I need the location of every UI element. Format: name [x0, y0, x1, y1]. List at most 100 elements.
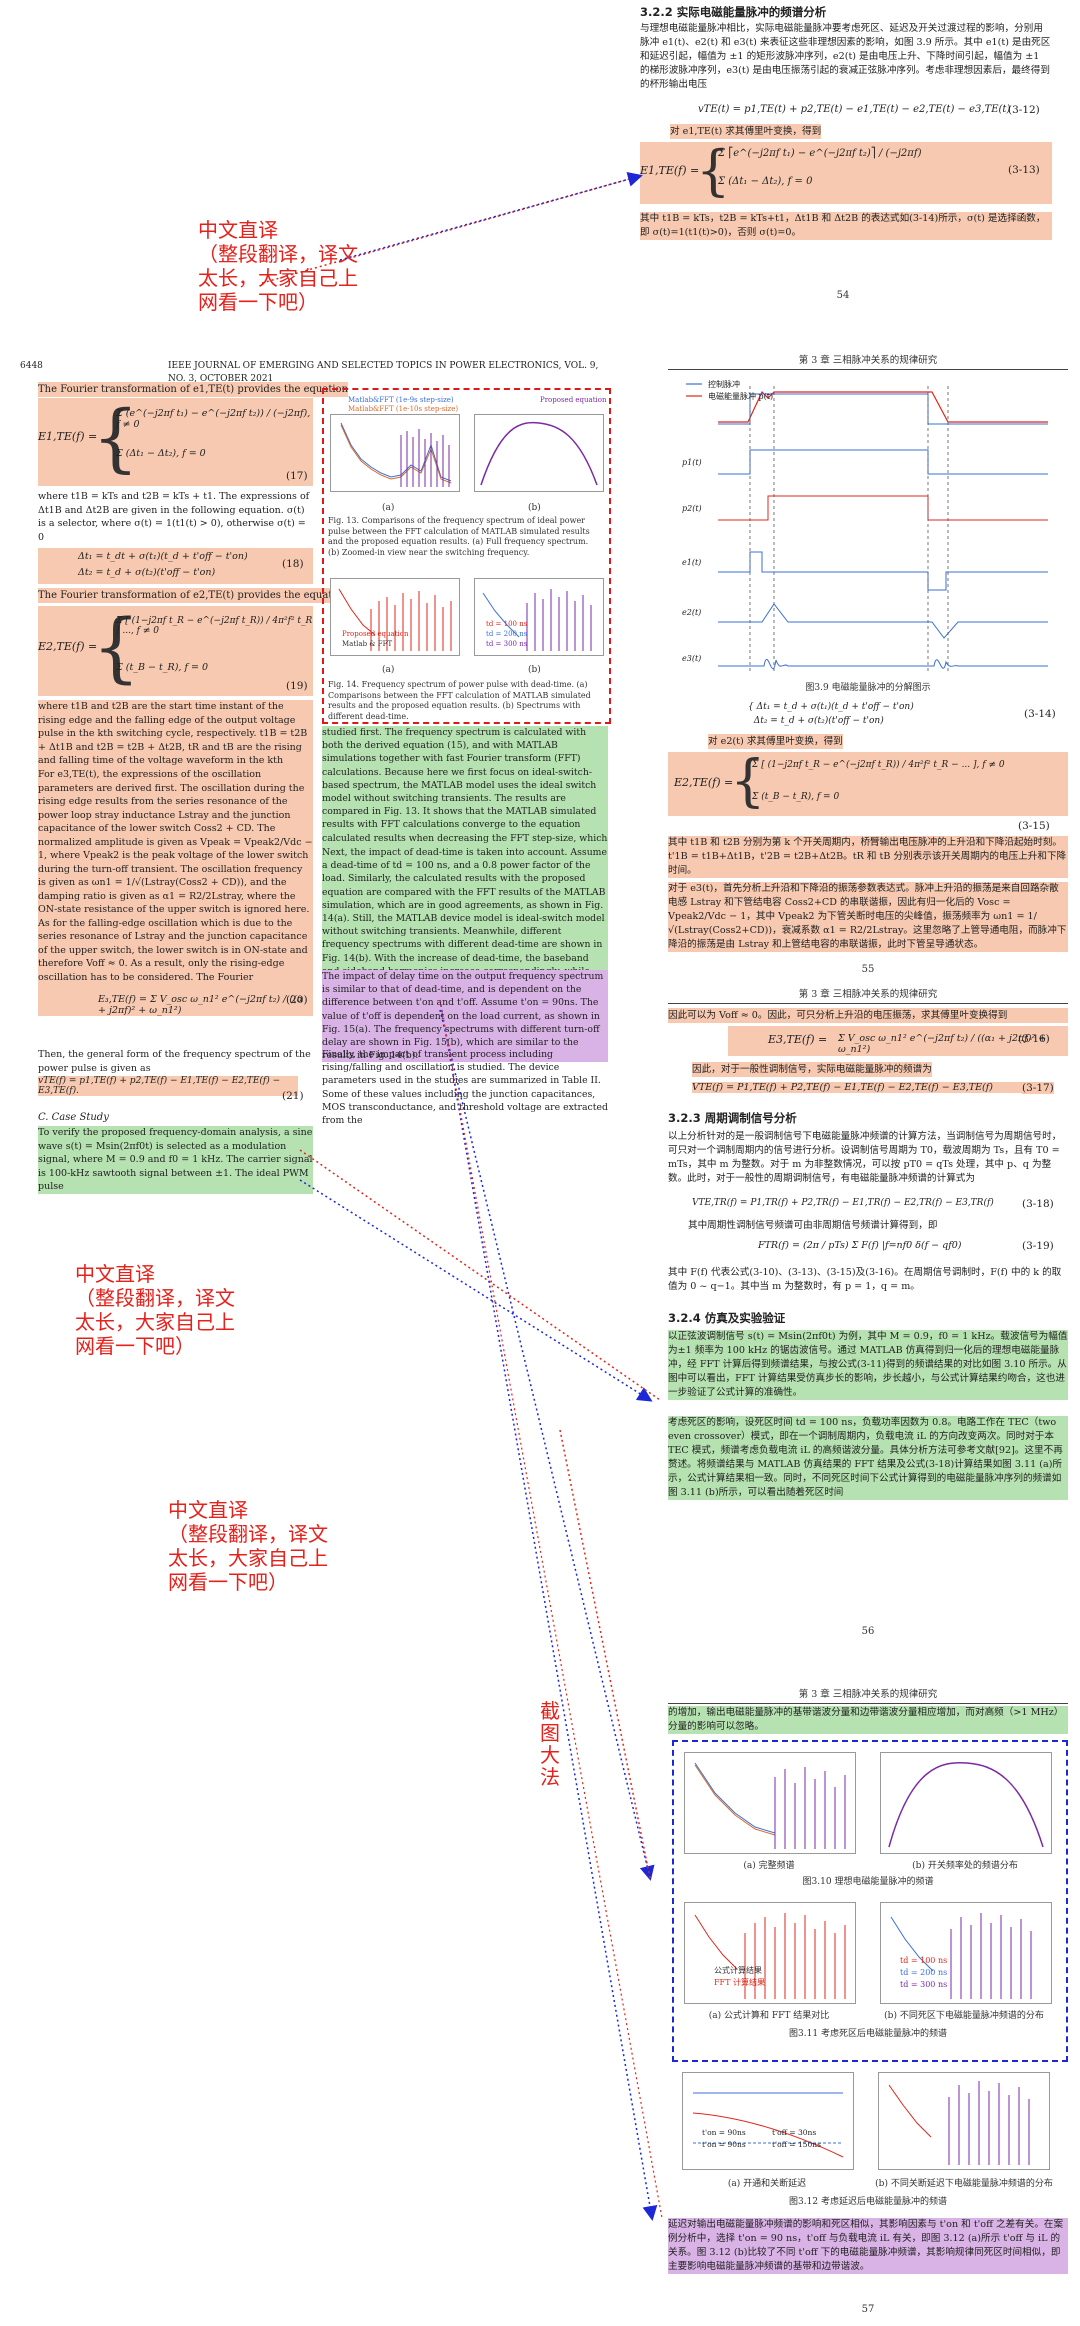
p57-fig12-legend-4: t'off = 150ns	[772, 2140, 821, 2149]
ieee-eq-19-line-2: Σ (t_B − t_R), f = 0	[116, 662, 209, 673]
p57-fig12b	[878, 2072, 1050, 2170]
ieee-eq-19-line-1: Σ [ (1−j2πf t_R − e^(−j2πf t_R)) / 4π²f²…	[116, 616, 313, 636]
p56-eq-18: VTE,TR(f) = P1,TR(f) + P2,TR(f) − E1,TR(…	[692, 1198, 994, 1208]
ieee-para-right-4: Finally, the impact of transient process…	[322, 1049, 608, 1127]
p57-fig12-legend-3: t'on = 90ns	[702, 2140, 746, 2149]
p55-axis-e1: e1(t)	[682, 558, 702, 567]
ieee-figure-box: Matlab&FFT (1e-9s step-size) Matlab&FFT …	[322, 388, 611, 724]
ieee-fig14-label-a: (a)	[382, 665, 395, 675]
p55-eq-14-num: (3-14)	[1024, 708, 1056, 720]
p54-eq-12-num: (3-12)	[1008, 104, 1040, 116]
p55-fig-caption: 图3.9 电磁能量脉冲的分解图示	[805, 683, 931, 693]
p57-fig11a-legend-1: 公式计算结果	[714, 1966, 762, 1975]
p54-eq-13-sum: Σ ⎡e^(−j2πf t₁) − e^(−j2πf t₂)⎤ / (−j2πf…	[718, 148, 922, 159]
p55-paragraph-2: 其中 t1B 和 t2B 分别为第 k 个开关周期内，桥臂输出电压脉冲的上升沿和…	[668, 836, 1068, 878]
p55-legend-control: 控制脉冲	[708, 380, 740, 389]
p54-eq-13-label: E1,TE(f) =	[640, 164, 700, 177]
ieee-page-number: 6448	[20, 361, 43, 371]
p57-fig11a-plot	[694, 1913, 846, 1999]
ieee-eq-18-num: (18)	[282, 558, 304, 570]
ieee-fig14a-legend-1: Proposed equation	[342, 630, 409, 638]
p54-eq-13-block: E1,TE(f) = { Σ ⎡e^(−j2πf t₁) − e^(−j2πf …	[640, 142, 1052, 204]
p56-eq-19: FTR(f) = (2π / pTs) Σ F(f) |f=nf0 δ(f − …	[758, 1240, 962, 1251]
p55-axis-e3: e3(t)	[682, 654, 702, 663]
p56-eq-18-num: (3-18)	[1022, 1198, 1054, 1210]
thesis-page-57: 第 3 章 三相脉冲关系的规律研究 的增加，输出电磁能量脉冲的基带谐波分量和边带…	[668, 1686, 1070, 2326]
p56-paragraph-3: 以上分析针对的是一般调制信号下电磁能量脉冲频谱的计算方法，当调制信号为周期信号时…	[668, 1131, 1062, 1184]
ieee-para-case: To verify the proposed frequency-domain …	[38, 1126, 313, 1194]
p54-eq-13-num: (3-13)	[1008, 164, 1040, 176]
ieee-para-fourier-intro: The Fourier transformation of e1,TE(t) p…	[38, 382, 349, 397]
p56-eq-16-block: E3,TE(f) = Σ V_osc ω_n1² e^(−j2πf t₂) / …	[728, 1026, 1068, 1056]
p55-figure-3-9: 控制脉冲 电磁能量脉冲 p(t) p1(t) p2(t) e1(t) e2(t)…	[678, 376, 1058, 676]
p57-fig10a-plot	[694, 1762, 846, 1849]
ieee-fig13b	[474, 414, 604, 492]
p55-legend-pulse: 电磁能量脉冲 p(t)	[708, 392, 774, 401]
thesis-page-55: 第 3 章 三相脉冲关系的规律研究 控制脉冲 电磁能量脉冲 p(t) p1(t)…	[668, 352, 1070, 975]
ieee-fig13b-plot	[480, 421, 598, 486]
ieee-eq-17-num: (17)	[286, 470, 308, 482]
ieee-fig14a-legend-2: Matlab & FFT	[342, 640, 393, 648]
ieee-eq-17-label: E1,TE(f) =	[38, 430, 98, 443]
p56-paragraph-5: 其中 F(f) 代表公式(3-10)、(3-13)、(3-15)及(3-16)。…	[668, 1267, 1062, 1292]
ieee-fig14b	[474, 578, 604, 656]
ieee-para-where-2: where t1B and t2B are the start time ins…	[38, 700, 313, 781]
p55-eq-15-line-2: Σ (t_B − t_R), f = 0	[752, 792, 840, 802]
ieee-eq-17-line-2: Σ (Δt₁ − Δt₂), f = 0	[116, 448, 206, 459]
p55-eq-14-body: { Δt₁ = t_d + σ(t₁)(t_d + t'off − t'on) …	[748, 702, 914, 726]
ieee-eq-19-label: E2,TE(f) =	[38, 640, 98, 653]
p55-eq-15-block: E2,TE(f) = { Σ [ (1−j2πf t_R − e^(−j2πf …	[668, 752, 1068, 816]
ieee-page: 6448 IEEE JOURNAL OF EMERGING AND SELECT…	[18, 360, 616, 1063]
ieee-case-heading: C. Case Study	[38, 1112, 109, 1123]
ieee-para-right-1: studied first. The frequency spectrum is…	[322, 726, 608, 859]
p54-eq-12: vTE(t) = p1,TE(t) + p2,TE(t) − e1,TE(t) …	[698, 104, 1011, 115]
ieee-fig14b-legend-1: td = 100 ns	[486, 620, 528, 628]
p57-page-number: 57	[861, 2304, 875, 2315]
section-heading-322: 3.2.2 实际电磁能量脉冲的频谱分析	[640, 5, 827, 19]
p57-paragraph-1: 的增加，输出电磁能量脉冲的基带谐波分量和边带谐波分量相应增加，而对高频（>1 M…	[668, 1706, 1068, 1734]
p57-fig11-label-b: (b) 不同死区下电磁能量脉冲频谱的分布	[884, 2011, 1044, 2021]
ieee-para-where-1: where t1B = kTs and t2B = kTs + t1. The …	[38, 491, 310, 543]
p54-page-number: 54	[836, 290, 850, 301]
p55-fig-decomposition	[686, 383, 1048, 674]
p57-fig12-legend-2: t'off = 30ns	[772, 2128, 817, 2137]
ieee-fig14b-plot	[482, 589, 592, 651]
ieee-eq-18-block: Δt₁ = t_dt + σ(t₁)(t_d + t'off − t'on) Δ…	[38, 548, 313, 584]
annotation-screenshot-method: 截图大法	[540, 1699, 560, 1789]
p56-paragraph-6: 以正弦波调制信号 s(t) = Msin(2πf0t) 为例，其中 M = 0.…	[668, 1330, 1068, 1400]
p57-fig12b-plot	[888, 2081, 1030, 2165]
p57-fig10-label-a: (a) 完整频谱	[743, 1861, 795, 1871]
ieee-eq-21-num: (21)	[282, 1090, 304, 1102]
p55-page-number: 55	[861, 964, 875, 975]
p56-paragraph-1: 因此可以为 Voff ≈ 0。因此，可只分析上升沿的电压振荡，求其傅里叶变换得到	[668, 1008, 1068, 1023]
ieee-fig13-caption: Fig. 13. Comparisons of the frequency sp…	[328, 516, 590, 557]
p56-eq-16-body: Σ V_osc ω_n1² e^(−j2πf t₂) / ((α₁ + j2πf…	[838, 1033, 1047, 1055]
p55-eq-15-num: (3-15)	[1018, 820, 1050, 832]
p57-fig10-label-b: (b) 开关频率处的频谱分布	[912, 1861, 1018, 1871]
p57-fig11-label-a: (a) 公式计算和 FFT 结果对比	[708, 2011, 830, 2021]
p54-paragraph-2: 对 e1,TE(t) 求其傅里叶变换，得到	[670, 124, 822, 139]
p56-eq-17-num: (3-17)	[1022, 1082, 1054, 1094]
p57-fig11a-legend-2: FFT 计算结果	[714, 1978, 765, 1987]
ieee-eq-20-num: (20)	[286, 994, 308, 1006]
p54-eq-13-brace: {	[696, 139, 731, 202]
ieee-fig13-legend-1: Matlab&FFT (1e-9s step-size)	[348, 396, 454, 404]
ieee-fig13-legend-2: Matlab&FFT (1e-10s step-size)	[348, 405, 459, 413]
ieee-eq-19-block: E2,TE(f) = { Σ [ (1−j2πf t_R − e^(−j2πf …	[38, 606, 313, 696]
ieee-fig13a-plot	[340, 422, 452, 487]
p57-fig10b	[880, 1752, 1052, 1854]
annotation-note-3: 中文直译 （整段翻译，译文太长，大家自己上网看一下吧）	[168, 1498, 328, 1594]
p57-figure-box: (a) 完整频谱 (b) 开关频率处的频谱分布 图3.10 理想电磁能量脉冲的频…	[672, 1740, 1068, 2062]
p56-eq-17: VTE(f) = P1,TE(f) + P2,TE(f) − E1,TE(f) …	[692, 1082, 1022, 1093]
p54-paragraph-1: 与理想电磁能量脉冲相比，实际电磁能量脉冲要考虑死区、延迟及开关过渡过程的影响，分…	[640, 23, 1051, 90]
p57-fig10a	[684, 1752, 856, 1854]
ieee-fig14a	[330, 578, 460, 656]
p57-header: 第 3 章 三相脉冲关系的规律研究	[668, 1686, 1068, 1704]
p56-section-323: 3.2.3 周期调制信号分析	[668, 1111, 797, 1125]
ieee-eq-17-brace: {	[92, 395, 140, 481]
ieee-para-then: Then, the general form of the frequency …	[38, 1049, 311, 1074]
p57-fig12-caption: 图3.12 考虑延迟后电磁能量脉冲的频谱	[789, 2197, 947, 2207]
p57-fig11b-legend-1: td = 100 ns	[900, 1956, 948, 1965]
p57-fig11b-legend-3: td = 300 ns	[900, 1980, 948, 1989]
ieee-eq-17-block: E1,TE(f) = { Σ (e^(−j2πf t₁) − e^(−j2πf …	[38, 398, 313, 486]
